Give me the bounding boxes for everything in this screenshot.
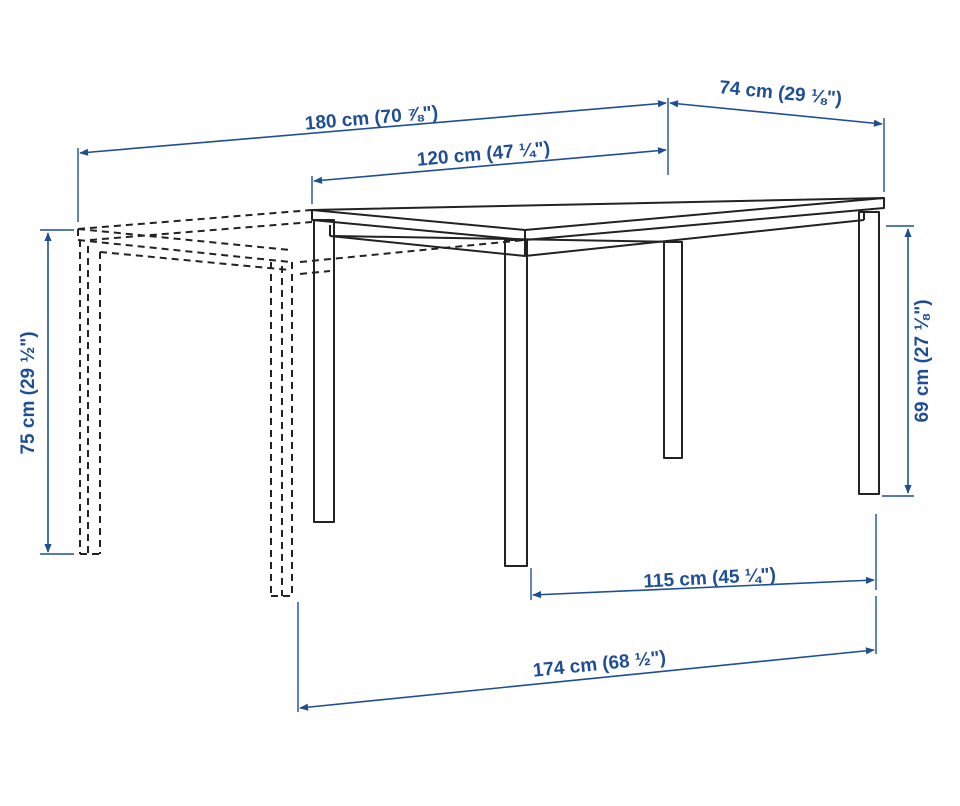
- dim-label-69: 69 cm (27 ⅛"): [912, 299, 933, 422]
- table-outline: [311, 197, 885, 567]
- dim-label-180: 180 cm (70 ⅞"): [304, 102, 439, 134]
- dimension-depth: 74 cm (29 ⅛"): [669, 77, 885, 192]
- dim-label-115: 115 cm (45 ¼"): [643, 565, 777, 593]
- dimension-height: 75 cm (29 ½"): [18, 229, 74, 555]
- dimension-extended-leg-span: 174 cm (68 ½"): [297, 596, 877, 712]
- dim-label-74: 74 cm (29 ⅛"): [718, 77, 843, 110]
- dimension-leg-clearance: 69 cm (27 ⅛"): [882, 225, 933, 497]
- dim-label-174: 174 cm (68 ½"): [532, 647, 667, 681]
- extension-leaf-outline: [77, 209, 526, 597]
- dim-label-75: 75 cm (29 ½"): [18, 331, 39, 454]
- dimension-length: 120 cm (47 ¼"): [311, 138, 667, 204]
- dimension-leg-span: 115 cm (45 ¼"): [530, 514, 877, 600]
